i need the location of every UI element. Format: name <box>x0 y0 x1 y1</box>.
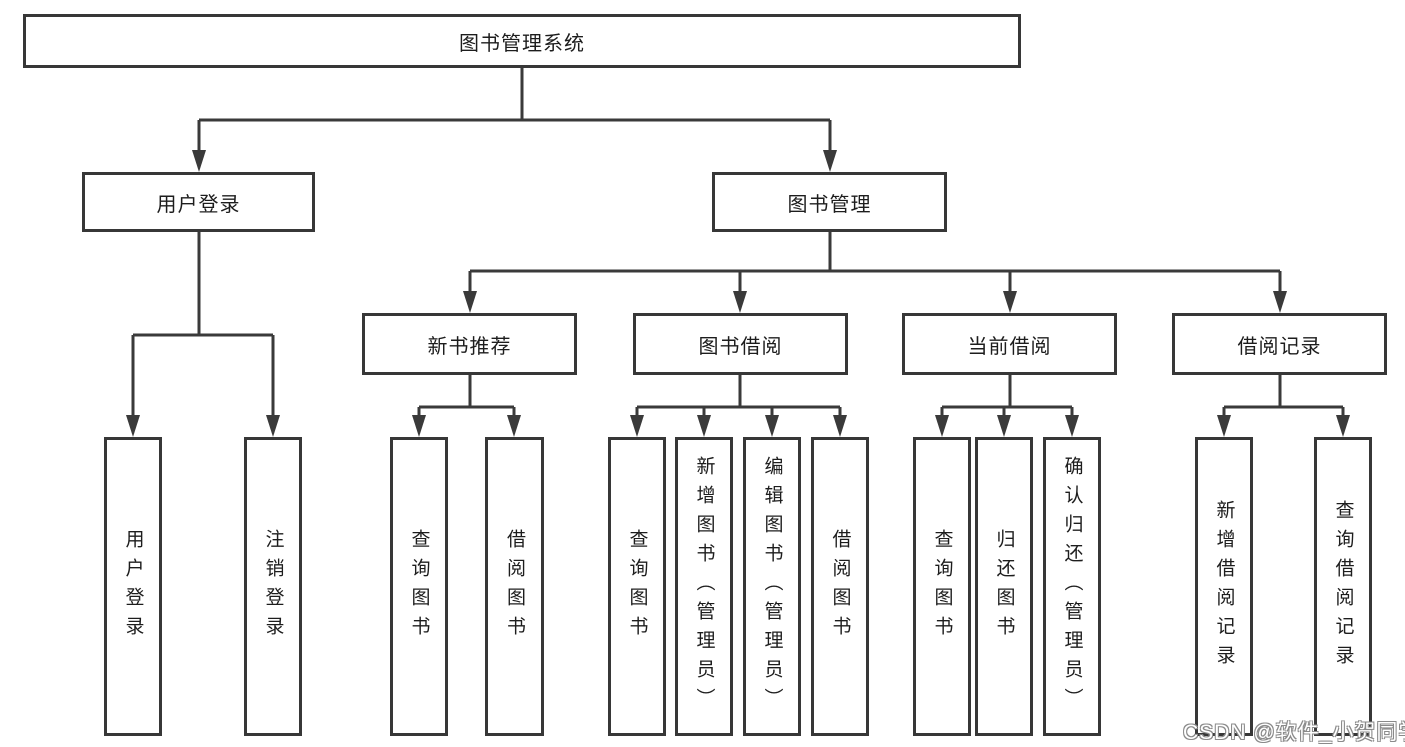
leaf-logout: 注销登录 <box>244 437 302 736</box>
node-book-borrow-label: 图书借阅 <box>698 335 783 358</box>
node-book-management-label: 图书管理 <box>787 193 872 216</box>
leaf-add-borrow-record: 新增借阅记录 <box>1195 437 1253 736</box>
arrowhead <box>1065 415 1079 437</box>
watermark-text: CSDN @软件_小贺同学 <box>1183 721 1405 744</box>
leaf-user-login-label: 用户登录 <box>122 528 144 645</box>
arrowhead <box>630 415 644 437</box>
node-root-label: 图书管理系统 <box>459 32 585 55</box>
arrowhead <box>463 291 477 313</box>
arrowhead <box>1336 415 1350 437</box>
leaf-borrow-books-borrow-label: 借阅图书 <box>829 528 851 645</box>
arrowhead <box>697 415 711 437</box>
arrowhead <box>833 415 847 437</box>
leaf-query-books-borrow-label: 查询图书 <box>626 528 648 645</box>
connector-current-borrow <box>940 375 1074 417</box>
leaf-edit-book-admin: 编辑图书（管理员） <box>743 437 801 736</box>
node-book-borrow: 图书借阅 <box>633 313 848 375</box>
leaf-query-books-current: 查询图书 <box>913 437 971 736</box>
connector-book-borrow <box>635 375 842 417</box>
arrowheads <box>126 150 1350 437</box>
arrowhead <box>1273 291 1287 313</box>
leaf-query-books-recommend: 查询图书 <box>390 437 448 736</box>
arrowhead <box>997 415 1011 437</box>
arrowhead <box>823 150 837 172</box>
node-new-book-recommend-label: 新书推荐 <box>427 335 512 358</box>
leaf-query-books-borrow: 查询图书 <box>608 437 666 736</box>
leaf-return-books-label: 归还图书 <box>993 528 1015 645</box>
leaf-add-borrow-record-label: 新增借阅记录 <box>1213 499 1235 674</box>
leaf-logout-label: 注销登录 <box>262 528 284 645</box>
leaf-add-book-admin-label: 新增图书（管理员） <box>693 456 715 717</box>
node-new-book-recommend: 新书推荐 <box>362 313 577 375</box>
arrowhead <box>765 415 779 437</box>
arrowhead <box>126 415 140 437</box>
leaf-query-books-recommend-label: 查询图书 <box>408 528 430 645</box>
leaf-query-books-current-label: 查询图书 <box>931 528 953 645</box>
arrowhead <box>412 415 426 437</box>
leaf-borrow-books-borrow: 借阅图书 <box>811 437 869 736</box>
arrowhead <box>266 415 280 437</box>
connector-root <box>197 68 832 152</box>
arrowhead <box>1217 415 1231 437</box>
node-current-borrow-label: 当前借阅 <box>967 335 1052 358</box>
leaf-confirm-return-admin-label: 确认归还（管理员） <box>1061 456 1083 717</box>
connector-new-book-recommend <box>417 375 516 417</box>
node-root: 图书管理系统 <box>23 14 1021 68</box>
connector-borrow-records <box>1222 375 1345 417</box>
node-book-management: 图书管理 <box>712 172 947 232</box>
connector-book-management <box>468 232 1282 293</box>
arrowhead <box>507 415 521 437</box>
leaf-user-login: 用户登录 <box>104 437 162 736</box>
leaf-return-books: 归还图书 <box>975 437 1033 736</box>
node-borrow-records: 借阅记录 <box>1172 313 1387 375</box>
node-user-login-label: 用户登录 <box>156 193 241 216</box>
node-user-login: 用户登录 <box>82 172 315 232</box>
leaf-query-borrow-record-label: 查询借阅记录 <box>1332 499 1354 674</box>
leaf-edit-book-admin-label: 编辑图书（管理员） <box>761 456 783 717</box>
leaf-borrow-books-recommend-label: 借阅图书 <box>504 528 525 645</box>
arrowhead <box>192 150 206 172</box>
arrowhead <box>935 415 949 437</box>
arrowhead <box>1003 291 1017 313</box>
arrowhead <box>733 291 747 313</box>
node-current-borrow: 当前借阅 <box>902 313 1117 375</box>
leaf-borrow-books-recommend: 借阅图书 <box>485 437 544 736</box>
connector-user-login <box>131 232 275 417</box>
leaf-query-borrow-record: 查询借阅记录 <box>1314 437 1372 736</box>
node-borrow-records-label: 借阅记录 <box>1237 335 1322 358</box>
leaf-add-book-admin: 新增图书（管理员） <box>675 437 733 736</box>
leaf-confirm-return-admin: 确认归还（管理员） <box>1043 437 1101 736</box>
